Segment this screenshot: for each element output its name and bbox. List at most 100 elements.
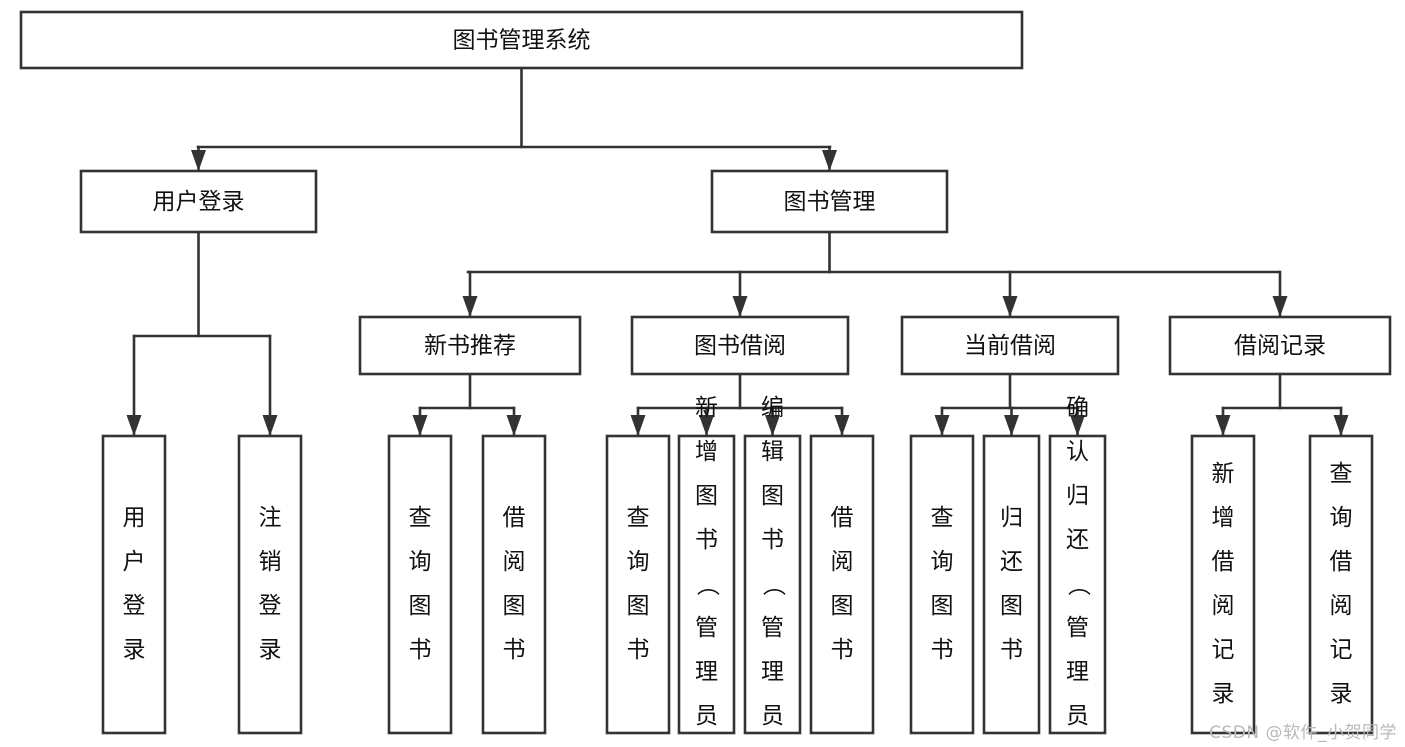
node-borrow-records[interactable]: 借阅记录 (1168, 315, 1392, 376)
node-box-root[interactable] (19, 10, 1024, 70)
node-box-book-borrow[interactable] (630, 315, 850, 376)
svg-text:管: 管 (1066, 615, 1089, 641)
svg-text:查: 查 (627, 505, 650, 531)
node-label-leaf-user-login: 用户登录 (123, 505, 146, 663)
arrow-icon-leaf-add-book (699, 415, 714, 436)
arrow-icon-current-borrow (1002, 296, 1018, 317)
svg-text:还: 还 (1000, 549, 1023, 575)
svg-text:书: 书 (931, 637, 954, 663)
arrow-icon-user-login (191, 150, 206, 171)
node-root[interactable]: 图书管理系统 (19, 10, 1024, 70)
arrow-icon-leaf-query-book-cur (934, 415, 950, 436)
svg-text:归: 归 (1066, 483, 1089, 509)
node-box-leaf-query-record[interactable] (1308, 434, 1374, 735)
svg-text:编: 编 (761, 395, 784, 421)
node-box-user-login[interactable] (79, 169, 318, 234)
svg-text:员: 员 (1066, 703, 1089, 729)
arrow-icon-leaf-borrow-book-rec (506, 415, 522, 436)
svg-text:户: 户 (123, 549, 146, 575)
svg-text:理: 理 (761, 659, 784, 685)
arrow-icon-borrow-records (1272, 296, 1288, 317)
svg-text:询: 询 (627, 549, 650, 575)
svg-text:图: 图 (503, 593, 526, 619)
svg-text:图: 图 (761, 483, 784, 509)
node-box-leaf-confirm-return[interactable] (1048, 434, 1107, 735)
svg-text:阅: 阅 (503, 549, 526, 575)
node-current-borrow[interactable]: 当前借阅 (900, 315, 1120, 376)
node-box-leaf-borrow-book-rec[interactable] (481, 434, 547, 735)
node-leaf-user-login[interactable]: 用户登录 (101, 434, 167, 735)
svg-text:书: 书 (627, 637, 650, 663)
svg-text:管: 管 (695, 615, 718, 641)
svg-text:书: 书 (831, 637, 854, 663)
node-box-leaf-query-book-rec[interactable] (387, 434, 453, 735)
svg-text:图: 图 (931, 593, 954, 619)
node-label-borrow-records: 借阅记录 (1234, 333, 1326, 359)
svg-text:辑: 辑 (761, 439, 784, 465)
svg-text:借: 借 (831, 505, 854, 531)
svg-text:用: 用 (123, 505, 146, 531)
node-label-current-borrow: 当前借阅 (964, 333, 1056, 359)
node-box-leaf-borrow-book[interactable] (809, 434, 875, 735)
node-box-leaf-add-book[interactable] (677, 434, 736, 735)
arrow-icon-leaf-logout (262, 415, 278, 436)
node-box-leaf-return-book[interactable] (982, 434, 1041, 735)
node-label-book-borrow: 图书借阅 (694, 333, 786, 359)
svg-text:（: （ (760, 573, 786, 596)
svg-text:图: 图 (627, 593, 650, 619)
svg-text:询: 询 (409, 549, 432, 575)
svg-text:认: 认 (1066, 439, 1089, 465)
node-box-leaf-logout[interactable] (237, 434, 303, 735)
svg-text:记: 记 (1330, 637, 1353, 663)
node-box-leaf-add-record[interactable] (1190, 434, 1256, 735)
node-book-borrow[interactable]: 图书借阅 (630, 315, 850, 376)
node-box-leaf-query-book-borrow[interactable] (605, 434, 671, 735)
svg-text:查: 查 (931, 505, 954, 531)
svg-text:询: 询 (931, 549, 954, 575)
svg-text:阅: 阅 (1330, 593, 1353, 619)
node-box-book-manage[interactable] (710, 169, 949, 234)
node-user-login[interactable]: 用户登录 (79, 169, 318, 234)
svg-text:登: 登 (259, 593, 282, 619)
node-box-borrow-records[interactable] (1168, 315, 1392, 376)
node-box-leaf-query-book-cur[interactable] (909, 434, 975, 735)
svg-text:阅: 阅 (1212, 593, 1235, 619)
svg-text:（: （ (1065, 573, 1091, 596)
svg-text:员: 员 (695, 703, 718, 729)
svg-text:书: 书 (761, 527, 784, 553)
node-book-manage[interactable]: 图书管理 (710, 169, 949, 234)
node-box-current-borrow[interactable] (900, 315, 1120, 376)
svg-text:录: 录 (1330, 681, 1353, 707)
node-new-book-rec[interactable]: 新书推荐 (358, 315, 582, 376)
arrow-icon-leaf-edit-book (765, 415, 780, 436)
node-box-leaf-user-login[interactable] (101, 434, 167, 735)
svg-text:确: 确 (1066, 395, 1089, 421)
watermark-label: CSDN @软件_小贺同学 (1209, 723, 1397, 743)
node-layer: 图书管理系统用户登录图书管理新书推荐图书借阅当前借阅借阅记录用户登录注销登录查询… (19, 10, 1392, 747)
svg-text:员: 员 (761, 703, 784, 729)
svg-text:增: 增 (695, 439, 718, 465)
svg-text:书: 书 (503, 637, 526, 663)
arrow-icon-leaf-return-book (1004, 415, 1019, 436)
svg-text:增: 增 (1212, 505, 1235, 531)
node-box-new-book-rec[interactable] (358, 315, 582, 376)
node-box-leaf-edit-book[interactable] (743, 434, 802, 735)
